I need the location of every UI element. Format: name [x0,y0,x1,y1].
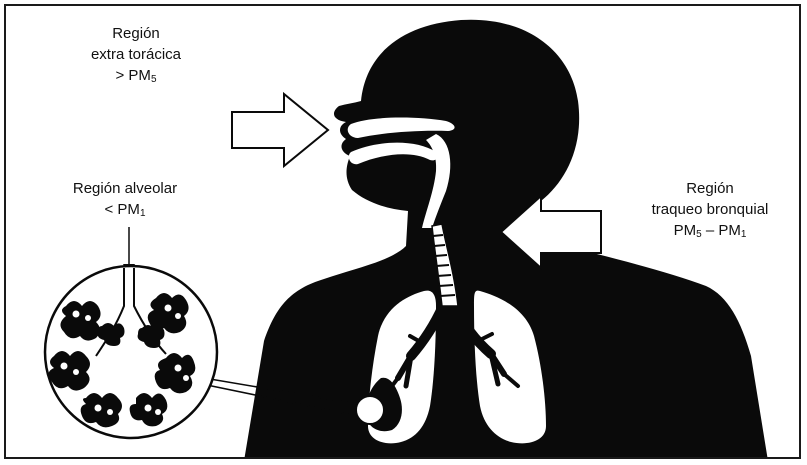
label-traqueo-range: PM5 – PM1 [620,220,800,245]
inflow-arrow-extra-toracica [232,94,328,166]
alveolus-magnifier [45,266,217,438]
diagram-frame: Región extra torácica > PM5 Región alveo… [4,4,801,459]
label-region-traqueo-bronquial: Región traqueo bronquial PM5 – PM1 [620,178,800,245]
label-extra-title: Región [66,23,206,44]
lens-circle [356,396,384,424]
label-region-extra-toracica: Región extra torácica > PM5 [66,23,206,90]
label-extra-subtitle: extra torácica [66,44,206,65]
label-region-alveolar: Región alveolar < PM1 [40,178,210,224]
label-alveolar-title: Región alveolar [40,178,210,199]
label-extra-range: > PM5 [66,65,206,90]
label-traqueo-subtitle: traqueo bronquial [620,199,800,220]
label-alveolar-range: < PM1 [40,199,210,224]
label-traqueo-title: Región [620,178,800,199]
